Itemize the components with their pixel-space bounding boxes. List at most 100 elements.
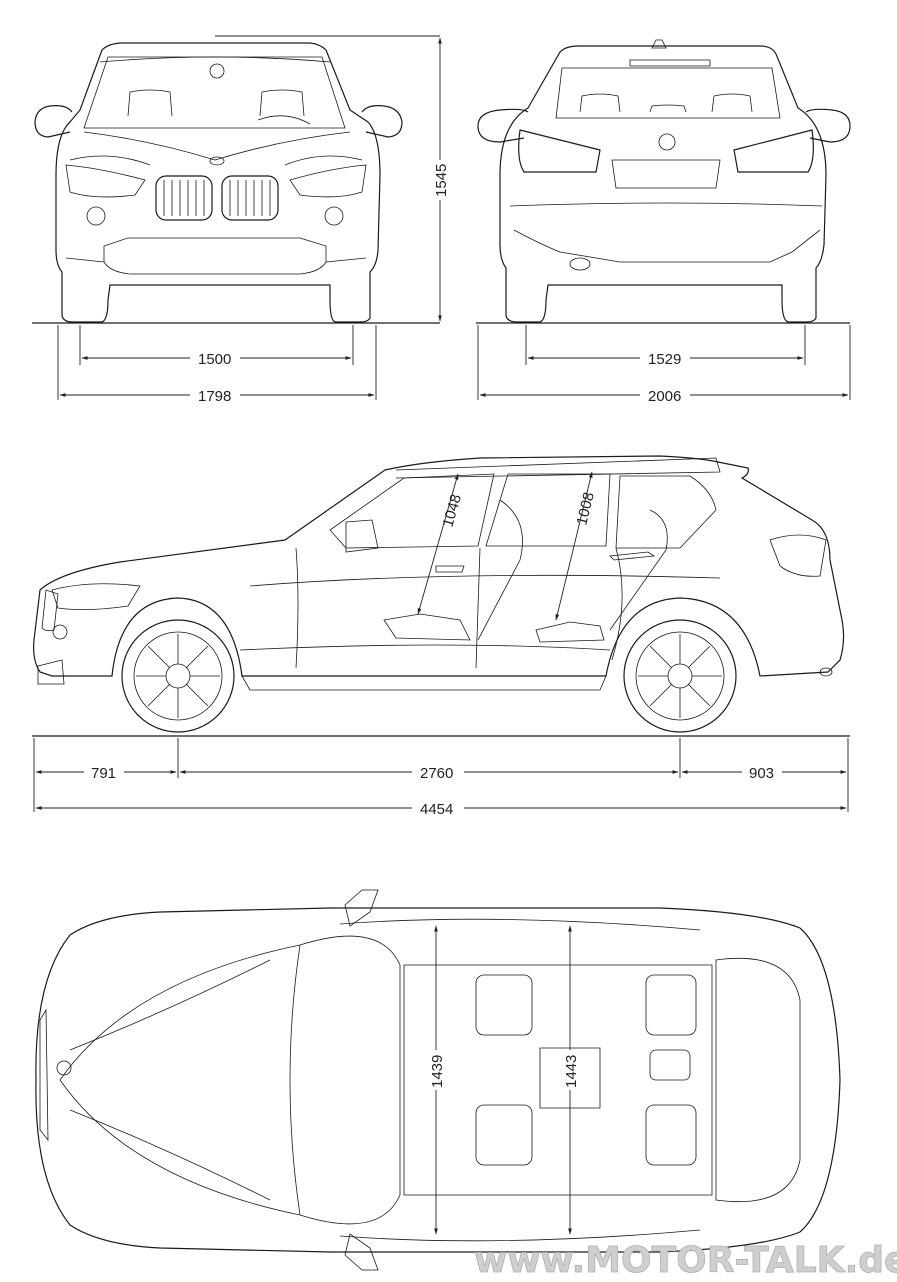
grille-bars	[163, 180, 271, 216]
front-track-label-bg	[190, 349, 240, 367]
rear-bumper-top	[509, 202, 823, 207]
side-mirror	[345, 519, 379, 553]
top-front-logo	[56, 1060, 72, 1076]
front-track-label: 1500	[198, 351, 231, 368]
front-overhang-label-bg	[84, 763, 124, 781]
top-front-seat-left	[475, 974, 533, 1036]
front-headroom-label: 1048	[440, 492, 466, 529]
front-overhang-label: 791	[91, 765, 116, 782]
front-width-label: 1798	[198, 388, 231, 405]
side-body-outline	[33, 455, 845, 677]
side-headlight	[51, 583, 141, 610]
side-taillight	[769, 534, 827, 577]
front-logo	[209, 156, 225, 166]
front-seat-back	[477, 499, 523, 641]
overall-length-label: 4454	[420, 801, 453, 818]
front-grille-top	[39, 1008, 49, 1142]
third-brake-light	[629, 59, 711, 67]
rear-headrest-center	[649, 104, 687, 113]
height-label-bg	[430, 160, 450, 200]
rear-seat-back	[609, 509, 668, 631]
rear-track-label: 1529	[648, 351, 681, 368]
right-headlight	[289, 164, 367, 198]
right-kidney-grille	[221, 175, 279, 221]
rear-width-label: 2006	[648, 388, 681, 405]
rear-width-label-bg	[640, 386, 690, 404]
top-rear-seat-center	[649, 1049, 691, 1081]
rear-track-label-bg	[640, 349, 690, 367]
exhaust-tip	[569, 257, 591, 271]
left-headlight	[65, 164, 146, 198]
height-label: 1545	[433, 164, 450, 197]
rear-overhang-label-bg	[742, 763, 782, 781]
rear-window	[555, 67, 781, 119]
top-roof-rails	[339, 918, 701, 1242]
hood-line-right	[284, 155, 363, 166]
rear-view: 1529 2006	[476, 39, 851, 405]
rear-logo	[658, 133, 676, 151]
side-exhaust	[819, 667, 833, 677]
center-console	[539, 1047, 601, 1109]
rear-body-outline	[499, 45, 827, 323]
front-wheel	[121, 619, 235, 733]
passenger-seat-outline	[259, 89, 305, 117]
side-fog-light	[52, 624, 68, 640]
rear-door-handle	[609, 551, 656, 561]
right-taillight	[733, 129, 814, 173]
front-lower-intake	[37, 659, 65, 685]
roof-antenna	[651, 39, 667, 49]
hood-creases-top	[69, 959, 271, 1201]
front-headroom-dimension	[417, 473, 459, 615]
rear-wheel	[623, 619, 737, 733]
license-plate-recess	[611, 159, 721, 189]
rear-seat-cushion	[535, 621, 605, 643]
wheelbase-label: 2760	[420, 765, 453, 782]
top-rear-seat-left	[645, 974, 697, 1036]
right-mirror	[361, 105, 403, 138]
front-width-label-bg	[190, 386, 240, 404]
rear-shoulder-label: 1443	[563, 1055, 580, 1088]
left-mirror	[34, 105, 73, 138]
front-shoulder-label: 1439	[429, 1055, 446, 1088]
hood-outline-top	[59, 944, 301, 1216]
hood-line-left	[69, 155, 151, 166]
left-fog-light	[86, 206, 106, 226]
rear-left-mirror	[477, 108, 529, 143]
right-fog-light	[324, 206, 344, 226]
windshield-top	[289, 935, 401, 1225]
watermark: www.MOTOR-TALK.de	[474, 1240, 897, 1281]
door-seams	[295, 547, 623, 669]
rear-shoulder-label-bg	[560, 1050, 580, 1090]
front-shoulder-label-bg	[426, 1050, 446, 1090]
left-taillight	[518, 129, 601, 173]
steering-wheel	[257, 115, 311, 125]
bumper-line	[65, 257, 367, 263]
roof-panel	[403, 964, 713, 1196]
rearview-mirror	[209, 63, 225, 79]
side-kidney-grille	[41, 589, 59, 632]
length-label-bg	[412, 799, 464, 817]
wheelbase-label-bg	[412, 763, 464, 781]
rear-right-mirror	[805, 108, 851, 143]
hood-crease	[83, 131, 351, 161]
side-view: 1048 1008 791 2760 903 4454	[32, 455, 850, 818]
top-front-seat-right	[475, 1104, 533, 1166]
rear-diffuser	[513, 229, 821, 263]
quarter-window	[615, 475, 717, 549]
front-body-outline	[55, 42, 381, 323]
roof-edge	[99, 56, 331, 63]
top-left-mirror	[344, 889, 379, 927]
lower-character-line	[239, 644, 611, 651]
rear-headrest-left	[579, 93, 621, 113]
rear-headroom-dimension	[555, 471, 593, 621]
windshield	[83, 56, 346, 129]
side-sill	[241, 675, 607, 691]
rear-headrest-right	[711, 93, 753, 113]
rear-overhang-label: 903	[749, 765, 774, 782]
lower-air-intake	[103, 237, 327, 275]
top-rear-seat-right	[645, 1104, 697, 1166]
driver-seat-outline	[127, 89, 173, 117]
front-side-window	[329, 473, 495, 549]
front-door-handle	[435, 565, 465, 573]
top-right-mirror	[344, 1233, 379, 1271]
